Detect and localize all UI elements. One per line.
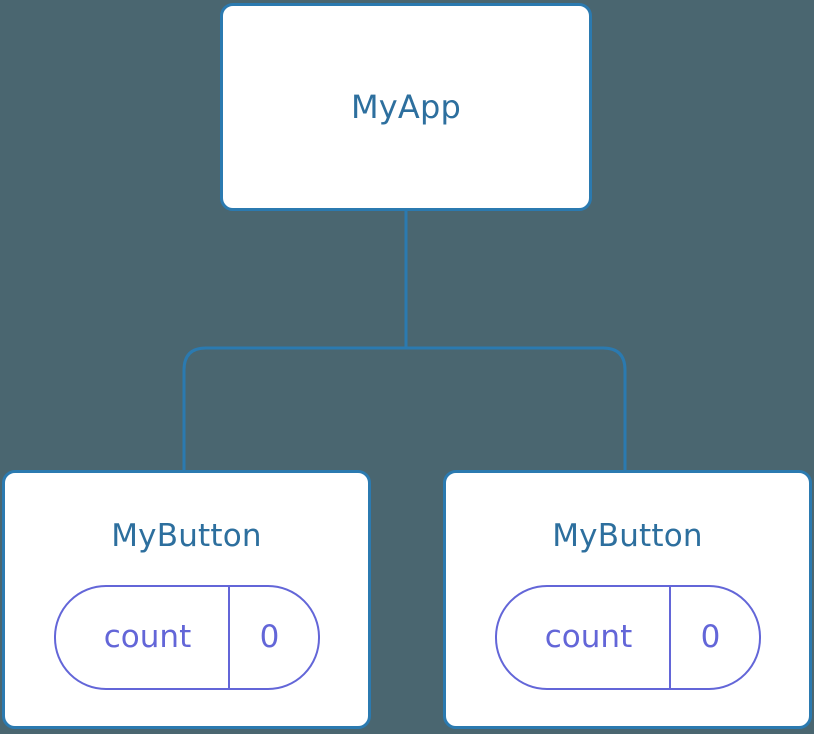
state-badge-count-1[interactable]: count 0 <box>53 585 320 690</box>
edge-root-to-child-right <box>406 346 627 470</box>
node-mybutton-1-title: MyButton <box>111 518 262 554</box>
node-myapp[interactable]: MyApp <box>220 3 592 211</box>
state-value-label-2: 0 <box>700 619 721 655</box>
node-myapp-title: MyApp <box>350 88 462 126</box>
node-mybutton-2-title: MyButton <box>552 518 703 554</box>
state-badge-count-2[interactable]: count 0 <box>494 585 761 690</box>
state-key-label-1: count <box>103 619 192 655</box>
edge-root-to-child-left <box>182 346 406 470</box>
state-value-label-1: 0 <box>259 619 280 655</box>
node-mybutton-1[interactable]: MyButton count 0 <box>2 470 371 729</box>
state-key-label-2: count <box>544 619 633 655</box>
node-mybutton-2[interactable]: MyButton count 0 <box>443 470 812 729</box>
state-divider-1 <box>227 587 230 688</box>
state-divider-2 <box>668 587 671 688</box>
